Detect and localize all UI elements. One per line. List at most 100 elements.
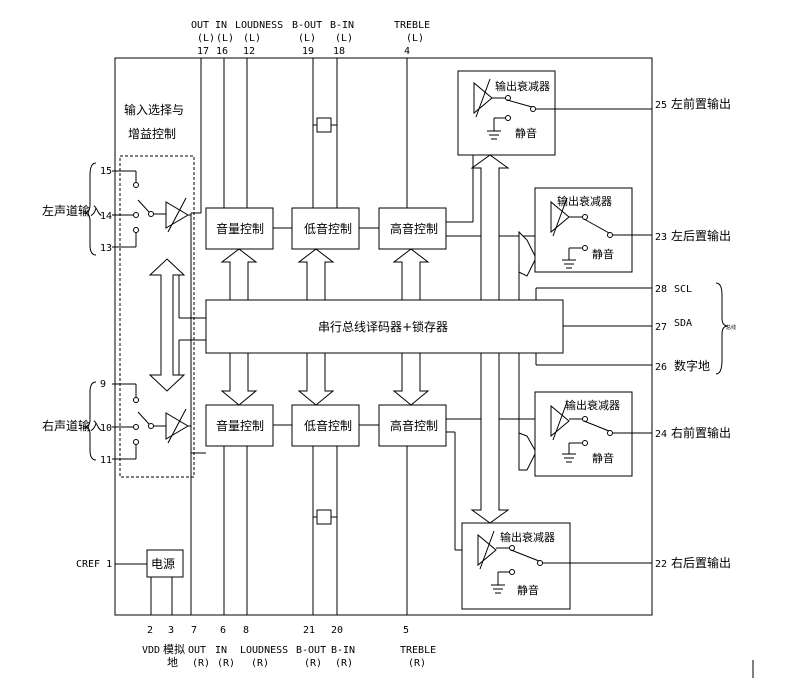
- pin-label: B-IN: [330, 20, 354, 31]
- volume-control-label: 音量控制: [216, 221, 264, 236]
- attenuator-title: 输出衰减器: [500, 530, 555, 544]
- pin-number: 21: [303, 625, 315, 636]
- pin-number: 20: [331, 625, 343, 636]
- power-label: 电源: [151, 557, 175, 571]
- decoder-to-rear-left: [518, 230, 537, 300]
- pin-number: 2: [147, 625, 153, 636]
- chip-outline: [114, 57, 653, 616]
- cref-label: CREF 1: [76, 559, 112, 570]
- pin-number: 7: [191, 625, 197, 636]
- top-pin-labels: OUT IN LOUDNESS B-OUT B-IN TREBLE (L) (L…: [191, 20, 430, 57]
- pin-number: 12: [243, 46, 255, 57]
- pin-channel: (R): [408, 658, 426, 669]
- pin-number: 18: [333, 46, 345, 57]
- pin-label: TREBLE: [400, 645, 436, 656]
- output-pin-label: 右前置输出: [671, 425, 731, 440]
- pin-label: OUT: [191, 20, 209, 31]
- decoder-to-rear-right: [470, 352, 510, 524]
- power-block: [146, 549, 184, 578]
- attenuator-title: 输出衰减器: [565, 398, 620, 412]
- volume-control-right: [205, 404, 274, 447]
- capacitor-bottom: [316, 509, 332, 525]
- pin-number: 6: [220, 625, 226, 636]
- right-input-label: 右声道输入: [42, 418, 102, 433]
- bus-brace: [715, 282, 729, 375]
- pin-channel: (L): [406, 33, 424, 44]
- mute-label: 静音: [592, 451, 614, 465]
- attenuator-rear-right: 输出衰减器 静音: [461, 522, 571, 610]
- bus-pin-label: SDA: [674, 318, 692, 329]
- bottom-pin-labels: 2 3 7 6 8 21 20 5 VDD 模拟 OUT IN LOUDNESS…: [142, 625, 436, 669]
- output-pin-label: 左前置输出: [671, 96, 731, 111]
- output-pin-label: 左后置输出: [671, 228, 731, 243]
- bass-control-label: 低音控制: [304, 418, 352, 433]
- pin-number: 16: [216, 46, 228, 57]
- pin-number: 19: [302, 46, 314, 57]
- right-input: 右声道输入 9 10 11: [42, 379, 191, 466]
- pin-label: OUT: [188, 645, 206, 656]
- left-input-label: 左声道输入: [42, 203, 102, 218]
- mute-label: 静音: [592, 247, 614, 261]
- pin-number: 14: [100, 211, 112, 222]
- pin-number: 15: [100, 166, 112, 177]
- output-pin-number: 24: [655, 429, 667, 440]
- pin-channel: (L): [216, 33, 234, 44]
- pin-label: B-OUT: [292, 20, 322, 31]
- attenuator-front-left: 输出衰减器 静音: [457, 70, 556, 156]
- input-select-box: [119, 155, 195, 478]
- pin-channel: (R): [192, 658, 210, 669]
- pin-number: 3: [168, 625, 174, 636]
- pin-label: 模拟: [163, 642, 185, 656]
- attenuator-rear-left: 输出衰减器 静音: [534, 187, 633, 273]
- output-pin-number: 22: [655, 559, 667, 570]
- pin-label: IN: [215, 20, 227, 31]
- left-input: 左声道输入 15 14 13: [42, 162, 191, 256]
- treble-control-label: 高音控制: [390, 418, 438, 433]
- attenuator-title: 输出衰减器: [557, 194, 612, 208]
- bus-pin-label: 数字地: [674, 358, 710, 373]
- bus-pin-label: SCL: [674, 284, 692, 295]
- decoder-label: 串行总线译码器+锁存器: [318, 319, 448, 334]
- pin-label: VDD: [142, 645, 160, 656]
- pin-channel: (L): [335, 33, 353, 44]
- attenuator-front-right: 输出衰减器 静音: [534, 391, 633, 477]
- pin-channel: (L): [298, 33, 316, 44]
- pin-channel: (L): [197, 33, 215, 44]
- pin-label: IN: [215, 645, 227, 656]
- decoder-to-front-left: [470, 154, 510, 301]
- pin-number: 17: [197, 46, 209, 57]
- pin-channel: (R): [251, 658, 269, 669]
- bass-control-label: 低音控制: [304, 221, 352, 236]
- pin-channel: 地: [167, 656, 178, 669]
- mute-label: 静音: [517, 583, 539, 597]
- pin-channel: (R): [304, 658, 322, 669]
- pin-label: B-OUT: [296, 645, 326, 656]
- volume-control-left: [205, 207, 274, 250]
- pin-label: TREBLE: [394, 20, 430, 31]
- pin-label: LOUDNESS: [240, 645, 288, 656]
- treble-control-right: [378, 404, 447, 447]
- pin-number: 10: [100, 423, 112, 434]
- capacitor-top: [316, 117, 332, 133]
- mute-label: 静音: [515, 126, 537, 140]
- pin-channel: (R): [217, 658, 235, 669]
- input-select-title: 输入选择与: [124, 102, 184, 117]
- treble-control-left: [378, 207, 447, 250]
- output-pin-number: 25: [655, 100, 667, 111]
- output-pin-number: 23: [655, 232, 667, 243]
- pin-label: LOUDNESS: [235, 20, 283, 31]
- pin-label: B-IN: [331, 645, 355, 656]
- pin-number: 9: [100, 379, 106, 390]
- bus-pin-number: 27: [655, 322, 667, 333]
- control-arrows-lower: [220, 352, 430, 406]
- output-pin-label: 右后置输出: [671, 555, 731, 570]
- treble-control-label: 高音控制: [390, 221, 438, 236]
- bidirectional-arrow: [148, 258, 186, 392]
- input-select-title: 增益控制: [128, 127, 176, 141]
- volume-control-label: 音量控制: [216, 418, 264, 433]
- serial-bus-decoder: [205, 299, 564, 354]
- output-labels: 25 左前置输出 23 左后置输出 24 右前置输出 22 右后置输出: [655, 96, 731, 570]
- bus-pin-number: 28: [655, 284, 667, 295]
- pin-channel: (L): [243, 33, 261, 44]
